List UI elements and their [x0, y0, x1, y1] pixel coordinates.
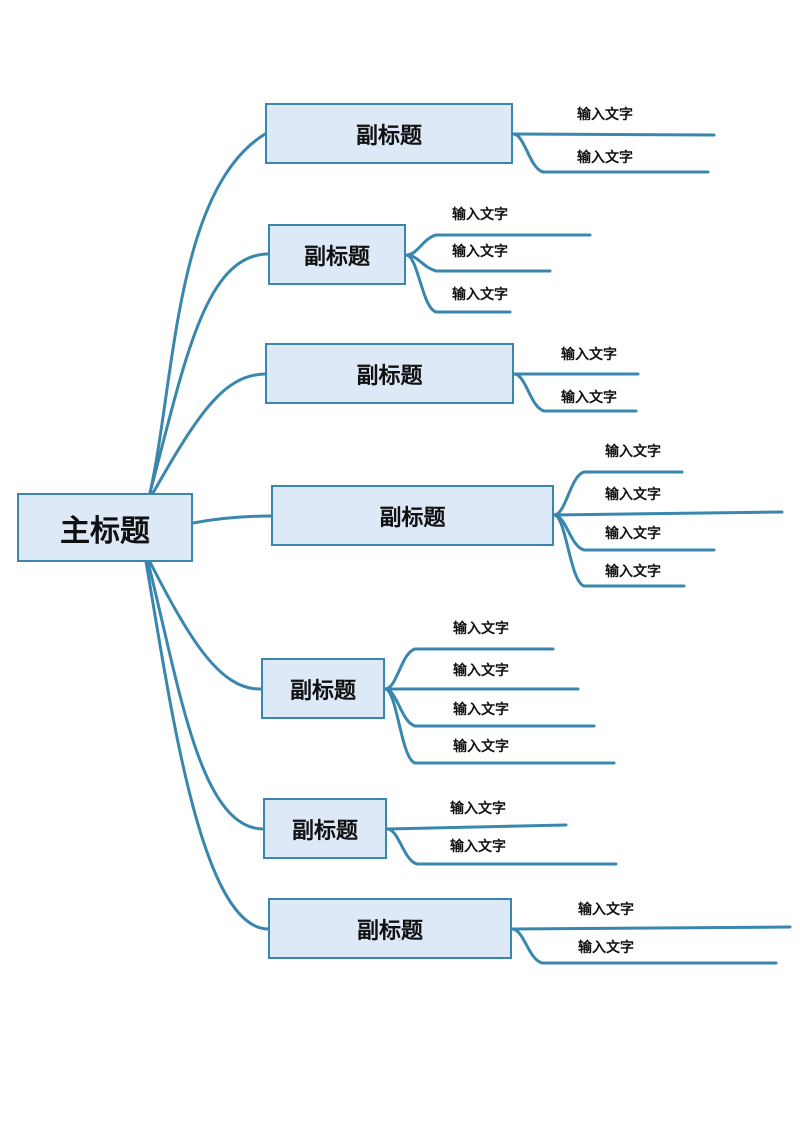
- root-topic-label: 主标题: [60, 513, 150, 549]
- branch-0-leaf-0[interactable]: 输入文字: [577, 107, 633, 123]
- branch-3-box[interactable]: 副标题: [271, 485, 554, 546]
- branch-6-leaf-1-line: [510, 927, 778, 965]
- branch-1-leaf-2[interactable]: 输入文字: [452, 287, 508, 303]
- branch-3-leaf-1-line: [552, 510, 784, 517]
- branch-1-label: 副标题: [303, 244, 370, 270]
- branch-5-leaf-1-line: [385, 827, 618, 866]
- branch-0-box[interactable]: 副标题: [265, 103, 513, 164]
- branch-4-leaf-3-line: [383, 687, 616, 765]
- branch-0-leaf-1-line: [511, 132, 710, 174]
- root-link-4: [148, 560, 263, 691]
- branch-3-leaf-2[interactable]: 输入文字: [605, 526, 661, 542]
- branch-0-leaf-1[interactable]: 输入文字: [577, 150, 633, 166]
- branch-4-label: 副标题: [289, 678, 356, 704]
- branch-4-leaf-2[interactable]: 输入文字: [453, 702, 509, 718]
- branch-4-box[interactable]: 副标题: [261, 658, 385, 719]
- branch-5-box[interactable]: 副标题: [263, 798, 387, 859]
- branch-3-label: 副标题: [379, 505, 446, 531]
- branch-3-leaf-3-line: [552, 513, 686, 588]
- branch-2-leaf-0[interactable]: 输入文字: [561, 347, 617, 363]
- root-topic-box[interactable]: 主标题: [17, 493, 193, 562]
- branch-3-leaf-0[interactable]: 输入文字: [605, 444, 661, 460]
- branch-3-leaf-3[interactable]: 输入文字: [605, 564, 661, 580]
- branch-2-label: 副标题: [356, 363, 423, 389]
- branch-2-leaf-1[interactable]: 输入文字: [561, 390, 617, 406]
- branch-4-leaf-0[interactable]: 输入文字: [453, 621, 509, 637]
- root-link-5: [146, 560, 265, 831]
- branch-3-leaf-1[interactable]: 输入文字: [605, 487, 661, 503]
- branch-0-leaf-0-line: [511, 132, 716, 137]
- branch-1-leaf-0[interactable]: 输入文字: [452, 207, 508, 223]
- branch-5-leaf-0[interactable]: 输入文字: [450, 801, 506, 817]
- branch-2-leaf-1-line: [512, 372, 638, 413]
- root-link-1: [148, 252, 270, 495]
- root-link-3: [191, 514, 273, 525]
- branch-5-leaf-0-line: [385, 823, 568, 831]
- branch-1-box[interactable]: 副标题: [268, 224, 406, 285]
- branch-5-label: 副标题: [291, 818, 358, 844]
- branch-4-leaf-1[interactable]: 输入文字: [453, 663, 509, 679]
- branch-1-leaf-1[interactable]: 输入文字: [452, 244, 508, 260]
- branch-6-leaf-0-line: [510, 925, 792, 931]
- branch-5-leaf-1[interactable]: 输入文字: [450, 839, 506, 855]
- root-link-0: [148, 132, 267, 495]
- branch-6-label: 副标题: [356, 918, 423, 944]
- branch-4-leaf-3[interactable]: 输入文字: [453, 739, 509, 755]
- branch-6-leaf-0[interactable]: 输入文字: [578, 902, 634, 918]
- branch-6-leaf-1[interactable]: 输入文字: [578, 940, 634, 956]
- root-link-6: [144, 560, 270, 931]
- root-link-2: [151, 372, 267, 495]
- branch-2-box[interactable]: 副标题: [265, 343, 514, 404]
- branch-1-leaf-2-line: [404, 253, 512, 314]
- branch-6-box[interactable]: 副标题: [268, 898, 512, 959]
- branch-0-label: 副标题: [355, 123, 422, 149]
